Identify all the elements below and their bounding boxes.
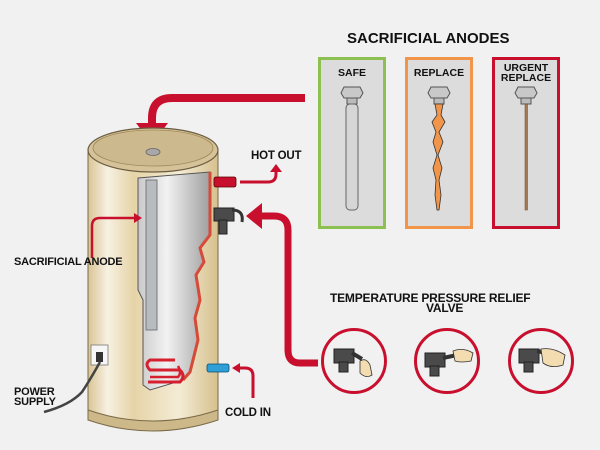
label-power-supply-line1: POWER bbox=[14, 386, 55, 398]
anode-panel-safe: SAFE bbox=[318, 57, 386, 229]
hot-out-arrow bbox=[240, 170, 278, 184]
label-sacrificial-anode: SACRIFICIAL ANODE bbox=[14, 256, 123, 268]
sacrificial-anode-rod bbox=[145, 179, 158, 331]
label-cold-in: COLD IN bbox=[225, 407, 271, 419]
tpr-valve bbox=[213, 207, 244, 235]
cold-in-pipe bbox=[206, 363, 230, 373]
water-heater-tank bbox=[43, 127, 219, 432]
anode-panel-replace: REPLACE bbox=[405, 57, 473, 229]
valve-title-line1: TEMPERATURE PRESSURE RELIEF bbox=[330, 291, 531, 305]
arrow-anodes-to-tank bbox=[148, 94, 305, 125]
cold-in-arrow bbox=[239, 366, 255, 398]
anode-urgent-graphic bbox=[514, 86, 538, 211]
valve-step-open bbox=[508, 328, 574, 394]
label-hot-out: HOT OUT bbox=[251, 150, 302, 162]
valve-lifting-icon bbox=[424, 349, 474, 377]
valve-title-line2: VALVE bbox=[426, 301, 464, 315]
power-cord bbox=[43, 361, 102, 414]
anode-panel-replace-label: REPLACE bbox=[413, 67, 465, 79]
heating-element bbox=[145, 358, 185, 384]
anode-safe-graphic bbox=[340, 86, 364, 211]
anodes-title: SACRIFICIAL ANODES bbox=[347, 30, 510, 47]
arrow-head-valve bbox=[246, 203, 262, 229]
anode-panel-urgent-label-line2: REPLACE bbox=[500, 72, 552, 84]
valve-step-closed bbox=[321, 328, 387, 394]
anode-panel-urgent-label-line1: URGENT bbox=[503, 62, 549, 74]
anode-panel-safe-label: SAFE bbox=[337, 67, 366, 79]
valve-open-icon bbox=[518, 348, 566, 373]
arrow-valve-detail-to-tank bbox=[262, 212, 318, 367]
anode-panel-urgent: URGENT REPLACE bbox=[492, 57, 560, 229]
anode-replace-graphic bbox=[427, 86, 451, 211]
valve-closed-icon bbox=[333, 348, 373, 377]
anode-pointer-arrow bbox=[90, 216, 136, 258]
valve-step-lifting bbox=[414, 328, 480, 394]
label-power-supply-line2: SUPPLY bbox=[14, 396, 56, 408]
hot-out-pipe bbox=[213, 176, 237, 188]
